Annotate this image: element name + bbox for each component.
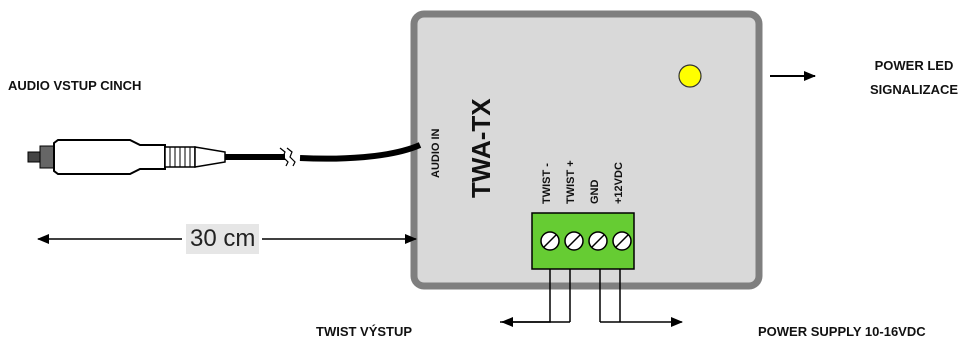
device-name: TWA-TX xyxy=(466,98,496,198)
audio-input-label: AUDIO VSTUP CINCH xyxy=(8,78,142,93)
power-wires xyxy=(599,269,621,322)
power-led-label: POWER LED SIGNALIZACE xyxy=(858,54,970,102)
audio-cable-to-device xyxy=(299,142,422,162)
terminal-screws xyxy=(540,231,632,251)
audio-cable-break-2 xyxy=(286,147,296,167)
power-led-label-line2: SIGNALIZACE xyxy=(869,82,959,97)
distance-label: 30 cm xyxy=(186,224,260,254)
terminal-label-gnd: GND xyxy=(589,179,601,204)
power-supply-label: POWER SUPPLY 10-16VDC xyxy=(758,324,926,339)
audio-cable-break xyxy=(279,147,289,167)
power-led-label-line1: POWER LED xyxy=(874,58,954,73)
twist-output-label: TWIST VÝSTUP xyxy=(316,324,413,339)
terminal-label-twist-plus: TWIST + xyxy=(565,160,577,204)
terminal-label-12vdc: +12VDC xyxy=(613,162,625,204)
audio-in-port-label: AUDIO IN xyxy=(430,128,442,179)
power-led-icon xyxy=(678,64,702,88)
rca-plug-icon xyxy=(27,139,272,175)
terminal-label-twist-minus: TWIST - xyxy=(541,163,553,204)
